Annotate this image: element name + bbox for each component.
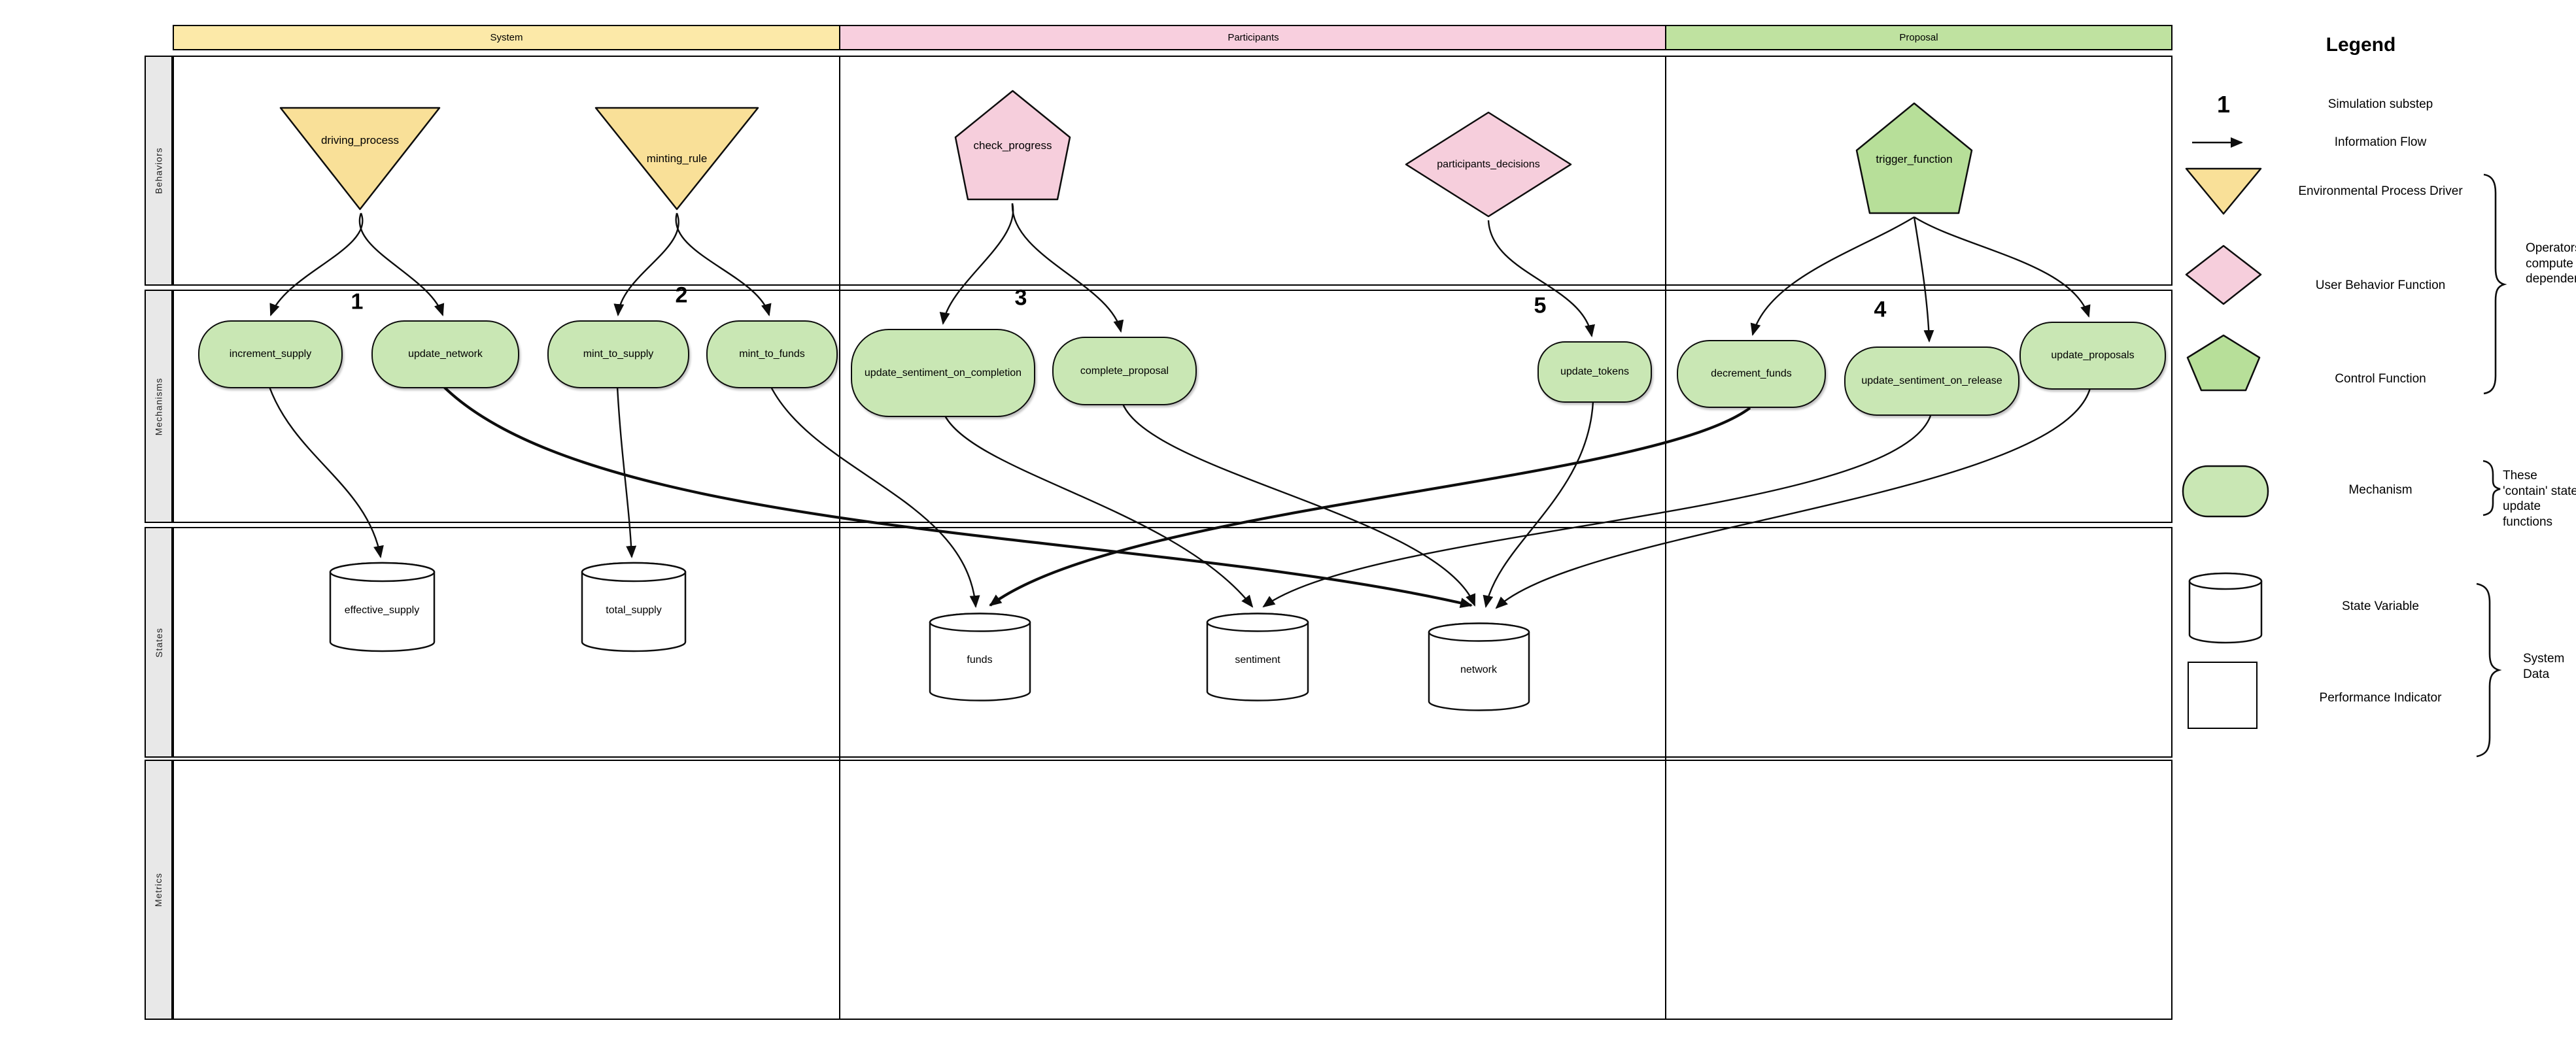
node-label: mint_to_funds (739, 348, 805, 360)
row-band-metrics (173, 760, 2172, 1020)
row-label-behaviors: Behaviors (145, 56, 173, 286)
node-label: minting_rule (646, 152, 708, 165)
row-band-states (173, 527, 2172, 758)
substep-number-2: 2 (675, 282, 688, 308)
node-decrement-funds[interactable]: decrement_funds (1677, 340, 1826, 408)
annotation-system-data: System Data (2523, 652, 2565, 681)
legend-item-control-function: Control Function (2335, 372, 2426, 386)
legend-pentagon-icon (2186, 334, 2261, 392)
row-label-mechanisms: Mechanisms (145, 290, 173, 523)
column-header-participants: Participants (839, 25, 1668, 50)
node-label: driving_process (320, 134, 400, 146)
column-header-proposal-label: Proposal (1899, 32, 1938, 43)
node-label-funds: funds (967, 654, 993, 666)
node-label-network: network (1460, 664, 1498, 675)
column-divider-participants-proposal (1665, 56, 1666, 1019)
legend-triangle-icon (2185, 167, 2262, 215)
node-label-sentiment: sentiment (1235, 654, 1280, 666)
triangle-down-icon (594, 107, 759, 211)
row-label-mechanisms-text: Mechanisms (153, 377, 164, 435)
legend-mechanism-icon (2182, 465, 2269, 518)
legend-title: Legend (2326, 34, 2396, 56)
node-complete-proposal[interactable]: complete_proposal (1052, 337, 1197, 405)
node-label: update_network (408, 348, 483, 360)
node-label: update_tokens (1560, 366, 1629, 377)
node-update-proposals[interactable]: update_proposals (2019, 322, 2166, 390)
node-driving-process[interactable]: driving_process (279, 107, 441, 211)
node-trigger-function[interactable]: trigger_function (1855, 102, 1973, 214)
node-label: update_proposals (2051, 350, 2135, 361)
node-label-total-supply: total_supply (606, 605, 662, 616)
legend-cylinder-icon (2188, 572, 2263, 644)
row-band-behaviors (173, 56, 2172, 286)
node-label: update_sentiment_on_release (1861, 375, 2002, 386)
pentagon-icon (954, 90, 1071, 201)
node-minting-rule[interactable]: minting_rule (594, 107, 759, 211)
node-label: complete_proposal (1080, 365, 1169, 377)
diamond-icon (1405, 111, 1572, 218)
substep-number-3: 3 (1014, 285, 1027, 311)
substep-number-4: 4 (1874, 297, 1887, 322)
row-label-states: States (145, 527, 173, 758)
node-update-network[interactable]: update_network (371, 320, 519, 388)
column-header-system-label: System (490, 32, 523, 43)
node-increment-supply[interactable]: increment_supply (198, 320, 343, 388)
legend-square-icon (2188, 662, 2258, 729)
node-update-sentiment-on-completion[interactable]: update_sentiment_on_completion (851, 329, 1035, 417)
annotation-operators: Operators which compute state dependent … (2526, 241, 2576, 286)
pentagon-icon (1855, 102, 1973, 214)
node-label: check_progress (973, 139, 1052, 152)
legend-item-mechanism: Mechanism (2348, 483, 2413, 497)
node-check-progress[interactable]: check_progress (954, 90, 1071, 201)
substep-number-1: 1 (351, 289, 364, 314)
node-label: mint_to_supply (583, 348, 654, 360)
row-label-metrics: Metrics (145, 760, 173, 1020)
column-divider-system-participants (839, 56, 840, 1019)
node-mint-to-supply[interactable]: mint_to_supply (547, 320, 689, 388)
node-label-effective-supply: effective_supply (344, 605, 420, 616)
node-mint-to-funds[interactable]: mint_to_funds (706, 320, 838, 388)
legend-item-user-behavior-function: User Behavior Function (2315, 278, 2446, 292)
legend-diamond-icon (2185, 245, 2262, 305)
column-header-system: System (173, 25, 840, 50)
node-update-tokens[interactable]: update_tokens (1537, 341, 1652, 403)
node-label: increment_supply (229, 348, 312, 360)
node-label: update_sentiment_on_completion (864, 367, 1022, 379)
substep-number-5: 5 (1534, 293, 1547, 318)
node-label: decrement_funds (1711, 368, 1792, 379)
row-label-states-text: States (153, 627, 164, 658)
node-update-sentiment-on-release[interactable]: update_sentiment_on_release (1844, 346, 2019, 416)
annotation-state-update: These 'contain' state update functions (2503, 469, 2576, 529)
row-label-behaviors-text: Behaviors (153, 147, 164, 194)
row-label-metrics-text: Metrics (153, 872, 164, 907)
node-participants-decisions[interactable]: participants_decisions (1405, 111, 1572, 218)
node-label: trigger_function (1876, 153, 1953, 165)
column-header-participants-label: Participants (1228, 32, 1279, 43)
legend-item-simulation-substep: Simulation substep (2327, 97, 2433, 111)
legend-item-state-variable: State Variable (2342, 599, 2419, 613)
legend-item-performance-indicator: Performance Indicator (2319, 691, 2442, 705)
column-header-proposal: Proposal (1665, 25, 2172, 50)
legend-substep-icon: 1 (2216, 91, 2231, 118)
node-label: participants_decisions (1437, 159, 1540, 170)
legend-item-environmental-process-driver: Environmental Process Driver (2298, 184, 2463, 198)
legend-item-information-flow: Information Flow (2334, 135, 2427, 149)
triangle-down-icon (279, 107, 441, 211)
